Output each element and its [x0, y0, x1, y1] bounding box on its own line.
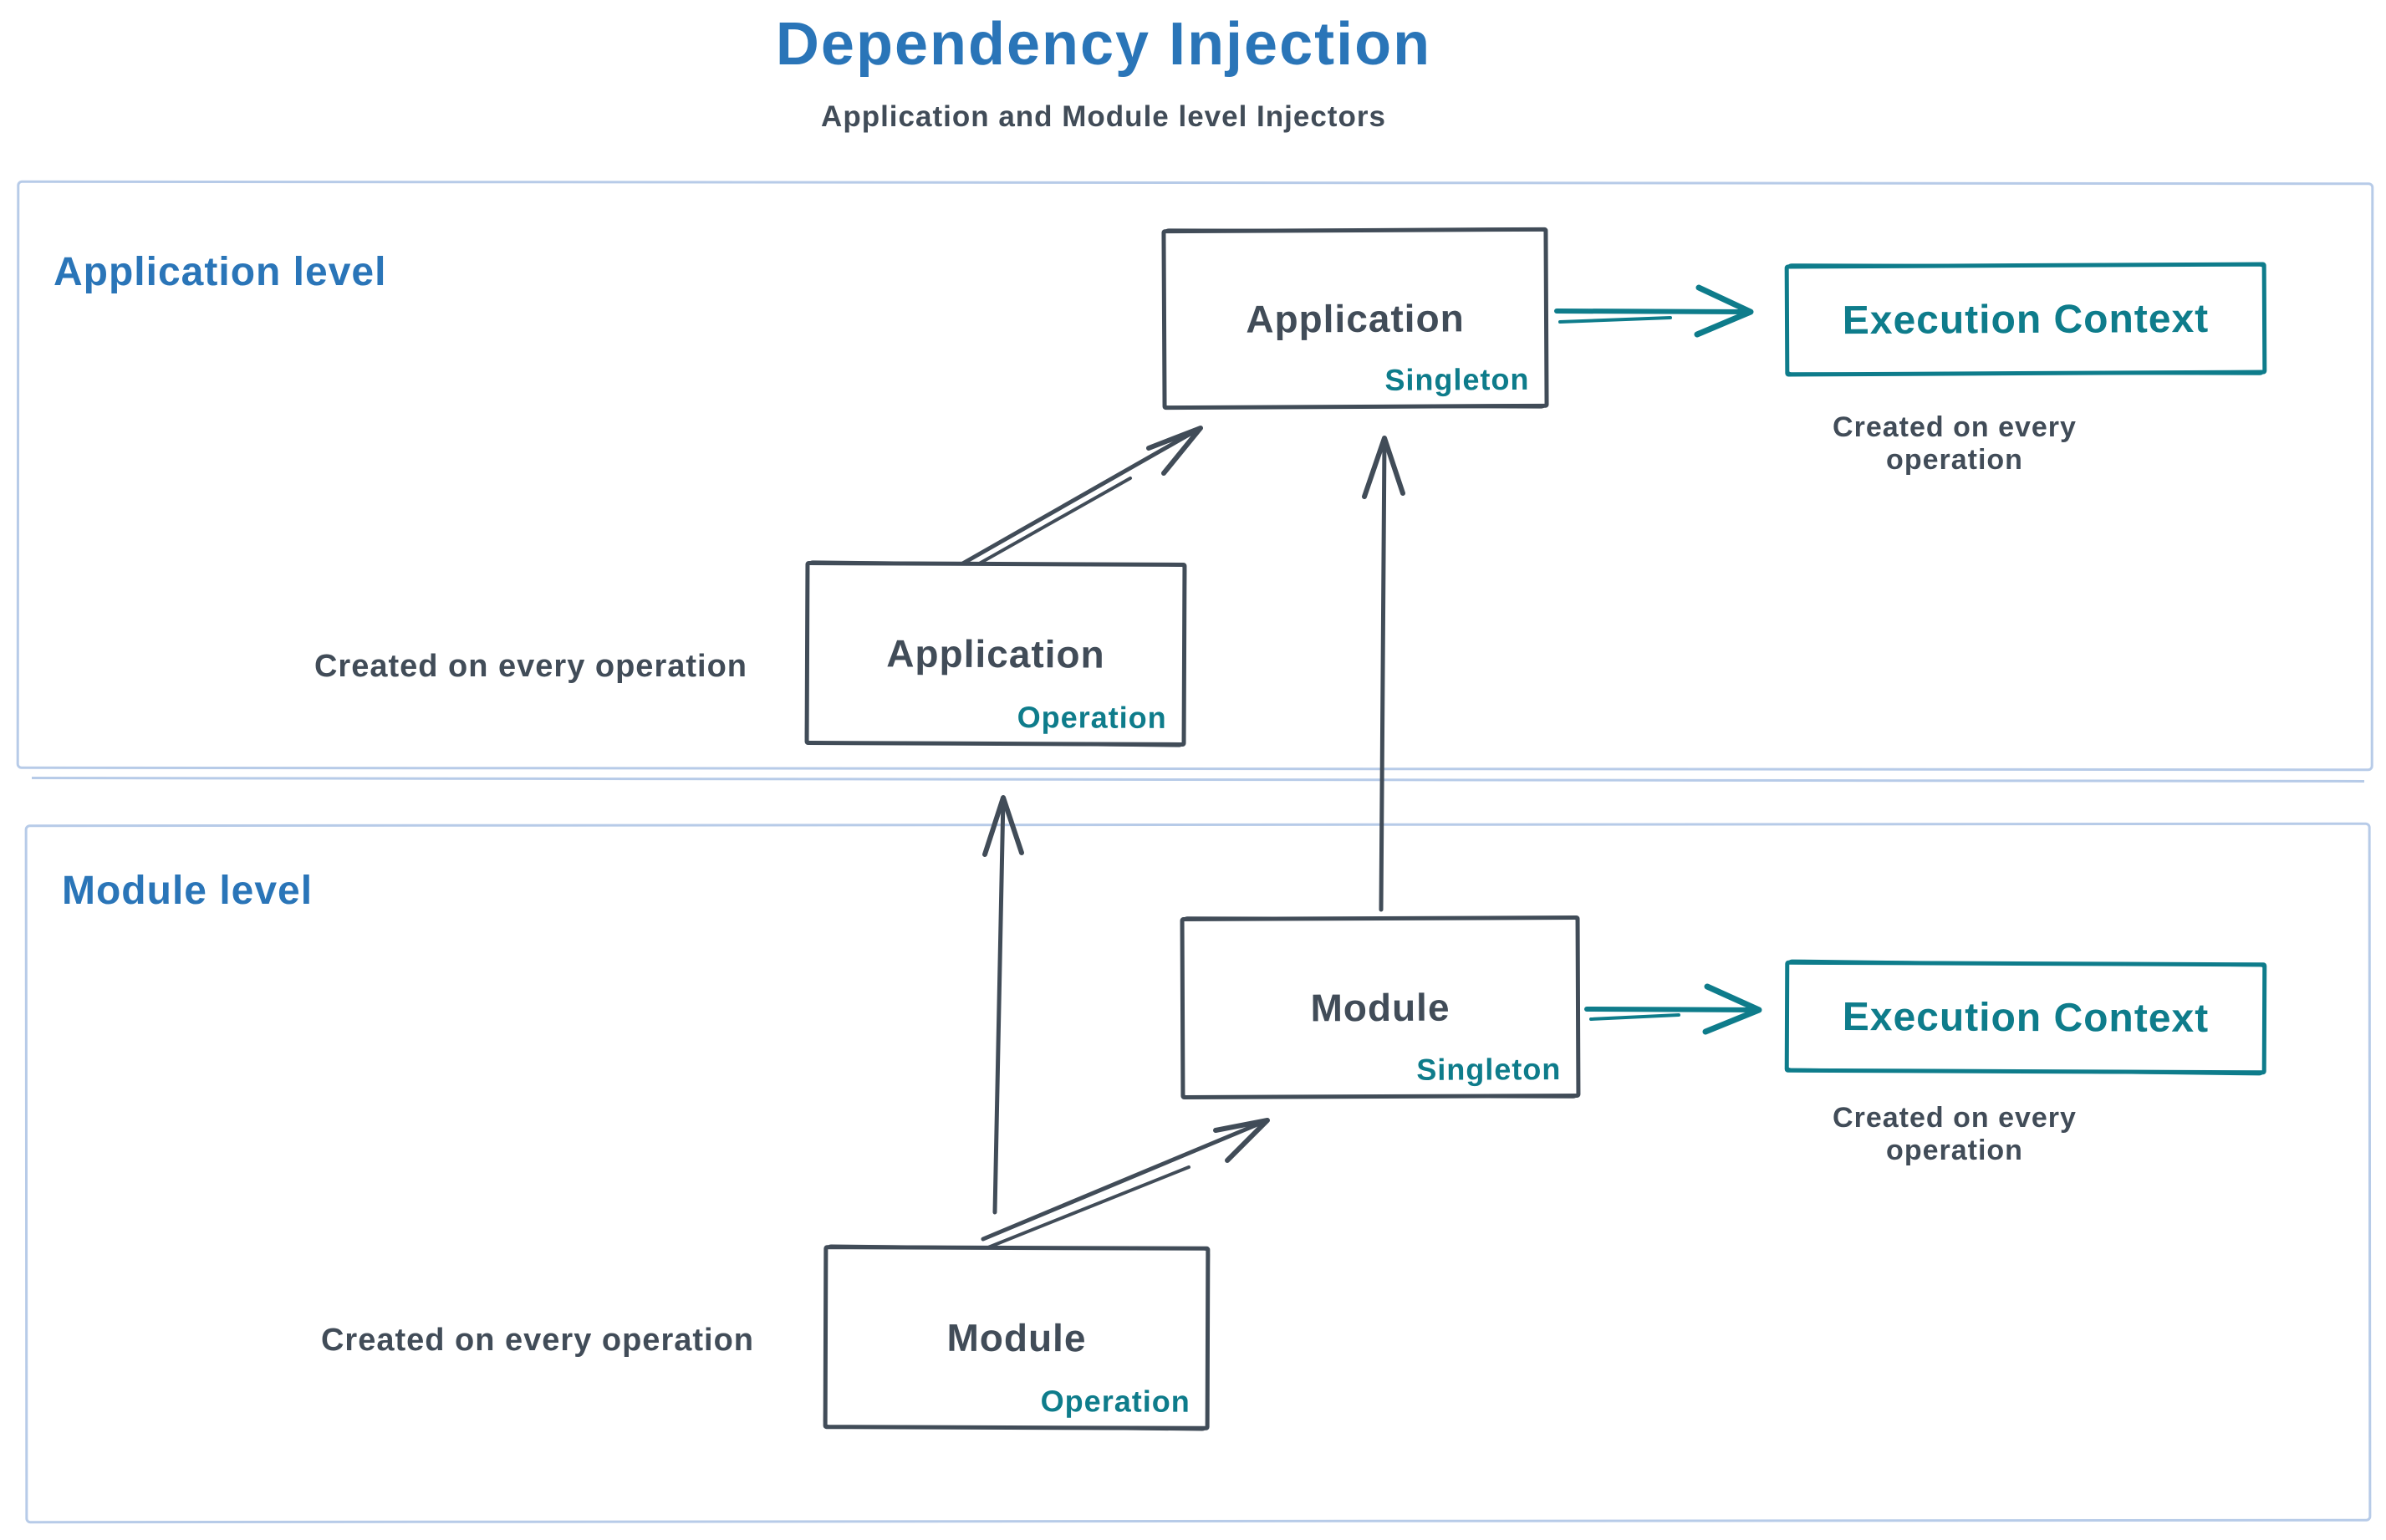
caption-module-operation: Created on every operation	[320, 1323, 755, 1358]
node-execution-context-application: Execution Context	[1784, 262, 2267, 377]
node-application-operation: Application Operation	[804, 561, 1187, 747]
node-title: Module	[946, 1315, 1087, 1360]
node-module-operation: Module Operation	[823, 1245, 1211, 1430]
node-sublabel: Singleton	[1416, 1052, 1562, 1087]
section-label-application-level: Application level	[54, 250, 387, 294]
node-title: Application	[1246, 296, 1465, 341]
node-execution-context-module: Execution Context	[1784, 960, 2267, 1075]
section-label-module-level: Module level	[62, 869, 314, 913]
node-module-singleton: Module Singleton	[1180, 915, 1581, 1100]
node-title: Execution Context	[1842, 296, 2210, 343]
page-title: Dependency Injection	[775, 11, 1432, 78]
node-title: Application	[886, 631, 1105, 676]
caption-execution-context-application: Created on every operation	[1833, 411, 2077, 476]
node-application-singleton: Application Singleton	[1161, 227, 1549, 410]
node-sublabel: Singleton	[1384, 361, 1530, 397]
node-title: Module	[1310, 985, 1450, 1030]
caption-app-operation: Created on every operation	[314, 649, 748, 684]
diagram-header: Dependency Injection Application and Mod…	[736, 10, 1471, 134]
page-subtitle: Application and Module level Injectors	[821, 100, 1386, 133]
caption-execution-context-module: Created on every operation	[1833, 1102, 2077, 1166]
node-title: Execution Context	[1842, 994, 2210, 1041]
node-sublabel: Operation	[1040, 1384, 1190, 1419]
section-application-bottom-double-line	[31, 777, 2365, 783]
node-sublabel: Operation	[1017, 700, 1167, 735]
